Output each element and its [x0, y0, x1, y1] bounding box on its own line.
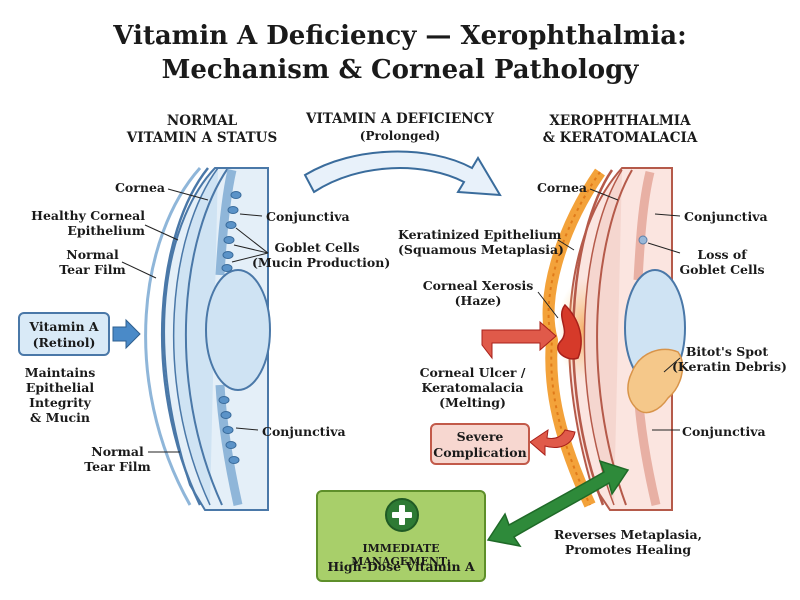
medical-cross-icon — [385, 498, 419, 532]
vitamin-a-box-line2: (Retinol) — [32, 335, 96, 350]
xerophthalmia-header-line1: XEROPHTHALMIA — [549, 113, 691, 129]
normal-lens — [205, 269, 271, 391]
ulcer-arrow-icon — [481, 320, 557, 360]
label-corneal-xerosis: Corneal Xerosis (Haze) — [422, 278, 534, 308]
corneal-ulcer — [557, 303, 582, 360]
label-healthy-epithelium: Healthy Corneal Epithelium — [31, 208, 145, 238]
management-double-arrow-icon — [486, 459, 630, 548]
normal-header: NORMAL VITAMIN A STATUS — [112, 113, 292, 147]
label-tear-film-top: Normal Tear Film — [59, 247, 126, 277]
normal-cornea-layer-inner — [184, 167, 229, 506]
normal-tear-film — [144, 167, 202, 506]
deficiency-label-line2: (Prolonged) — [359, 129, 441, 143]
vitamin-a-box-line1: Vitamin A — [29, 319, 99, 334]
severe-box-line1: Severe — [456, 429, 504, 444]
severe-box-line2: Complication — [433, 445, 527, 460]
label-loss-goblet: Loss of Goblet Cells — [679, 247, 765, 277]
vitamin-a-arrow — [112, 318, 141, 350]
label-keratinized-epithelium: Keratinized Epithelium (Squamous Metapla… — [398, 227, 564, 257]
severe-complication-box: Severe Complication — [430, 423, 530, 465]
diseased-cornea-layer-mid — [583, 169, 623, 506]
goblet-cell-remnant — [638, 235, 648, 245]
xerophthalmia-header-line2: & KERATOMALACIA — [542, 130, 698, 146]
page-title-line1: Vitamin A Deficiency — Xerophthalmia: — [113, 21, 687, 51]
page-title-line2: Mechanism & Corneal Pathology — [161, 55, 639, 85]
normal-conjunctiva-upper — [215, 168, 237, 276]
management-box: IMMEDIATE MANAGEMENT: High-Dose Vitamin … — [316, 490, 486, 582]
diseased-cornea-layer-outer — [571, 169, 614, 506]
xerophthalmia-header: XEROPHTHALMIA & KERATOMALACIA — [530, 113, 710, 147]
deficiency-label-line1: VITAMIN A DEFICIENCY — [305, 111, 494, 127]
label-reverses-metaplasia: Reverses Metaplasia, Promotes Healing — [553, 527, 702, 557]
deficiency-label: VITAMIN A DEFICIENCY (Prolonged) — [300, 111, 500, 145]
label-cornea-left: Cornea — [114, 180, 165, 195]
management-line1: IMMEDIATE MANAGEMENT: — [351, 542, 451, 568]
xerophthalmia-eye — [481, 167, 686, 511]
label-conjunctiva-top-right: Conjunctiva — [684, 209, 768, 224]
label-tear-film-bottom: Normal Tear Film — [84, 444, 151, 474]
label-conjunctiva-bottom-left: Conjunctiva — [262, 424, 346, 439]
normal-cornea-layer-outer — [160, 167, 209, 506]
diseased-cornea-layer-inner — [596, 169, 633, 506]
label-bitots-spot: Bitot's Spot (Keratin Debris) — [672, 344, 787, 374]
normal-header-line1: NORMAL — [166, 113, 238, 129]
normal-goblet-cells — [218, 191, 242, 464]
label-cornea-right: Cornea — [536, 180, 587, 195]
bitots-spot — [627, 348, 684, 414]
label-corneal-ulcer: Corneal Ulcer / Keratomalacia (Melting) — [419, 365, 526, 410]
deficiency-arrow-icon — [303, 150, 502, 197]
management-line2: High-Dose Vitamin A — [327, 559, 475, 574]
label-conjunctiva-top-left: Conjunctiva — [266, 209, 350, 224]
vitamin-a-box: Vitamin A (Retinol) — [18, 312, 110, 356]
label-maintains: Maintains Epithelial Integrity & Mucin — [24, 365, 96, 425]
normal-eye — [112, 167, 271, 511]
label-conjunctiva-bottom-right: Conjunctiva — [682, 424, 766, 439]
diseased-conjunctiva-upper — [633, 170, 655, 281]
normal-header-line2: VITAMIN A STATUS — [126, 130, 278, 146]
severe-arrow-icon — [529, 428, 576, 457]
label-goblet-cells: Goblet Cells (Mucin Production) — [252, 240, 391, 270]
